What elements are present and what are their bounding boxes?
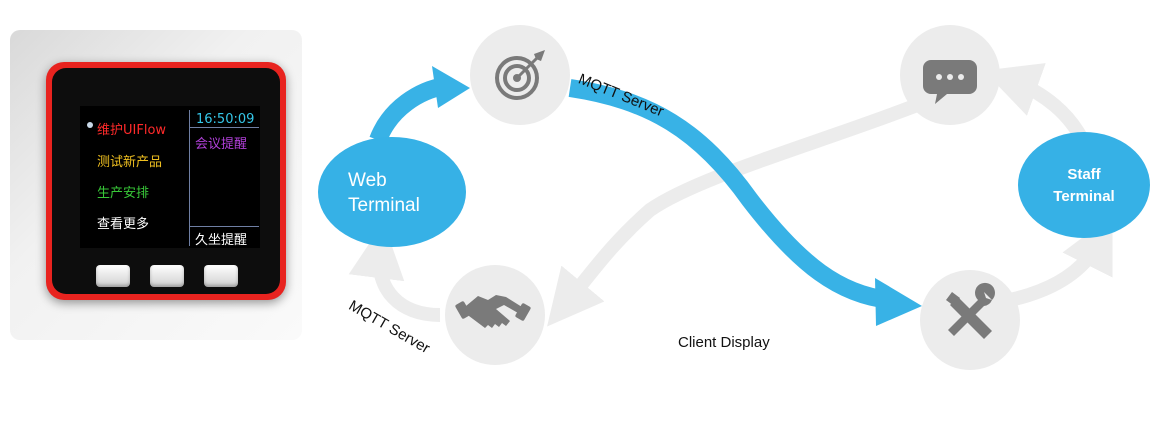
menu-item-uiflow: 维护UIFlow bbox=[97, 123, 167, 138]
device-button-c bbox=[204, 265, 238, 287]
staff-terminal-line1: Staff bbox=[1067, 166, 1101, 183]
meeting-reminder: 会议提醒 bbox=[195, 137, 248, 152]
chat-icon bbox=[923, 60, 977, 104]
web-terminal-node bbox=[318, 137, 466, 247]
menu-item-test-product: 测试新产品 bbox=[97, 155, 163, 170]
arrow-web-to-target bbox=[369, 77, 447, 144]
staff-terminal-label: Staff Terminal bbox=[1034, 164, 1134, 208]
menu-selection-bullet bbox=[87, 122, 93, 128]
panel-divider-bottom bbox=[189, 226, 259, 227]
web-terminal-line2: Terminal bbox=[348, 195, 420, 216]
menu-item-more: 查看更多 bbox=[97, 217, 150, 232]
arrow-target-to-tools bbox=[568, 79, 892, 309]
notification-panel bbox=[189, 110, 259, 246]
target-icon bbox=[495, 50, 545, 100]
web-terminal-label: Web Terminal bbox=[346, 168, 440, 218]
tools-icon bbox=[946, 282, 996, 339]
menu-item-production: 生产安排 bbox=[97, 186, 150, 201]
client-display-label: Client Display bbox=[678, 334, 770, 351]
ghost-arc-bottom-right bbox=[1008, 214, 1113, 307]
ghost-diagonal bbox=[547, 93, 933, 327]
sitting-reminder: 久坐提醒 bbox=[195, 233, 248, 248]
web-terminal-line1: Web bbox=[348, 170, 387, 191]
device-screen bbox=[80, 106, 260, 248]
device-button-a bbox=[96, 265, 130, 287]
device-button-b bbox=[150, 265, 184, 287]
clock-display: 16:50:09 bbox=[196, 112, 255, 127]
staff-terminal-node bbox=[1018, 132, 1150, 238]
ghost-arc-left bbox=[348, 222, 441, 322]
arrow-target-to-tools-head bbox=[875, 278, 922, 326]
staff-terminal-line2: Terminal bbox=[1053, 188, 1115, 205]
panel-divider-top bbox=[189, 127, 259, 128]
arrow-web-to-target-head bbox=[432, 66, 470, 108]
handshake-icon bbox=[455, 295, 531, 328]
